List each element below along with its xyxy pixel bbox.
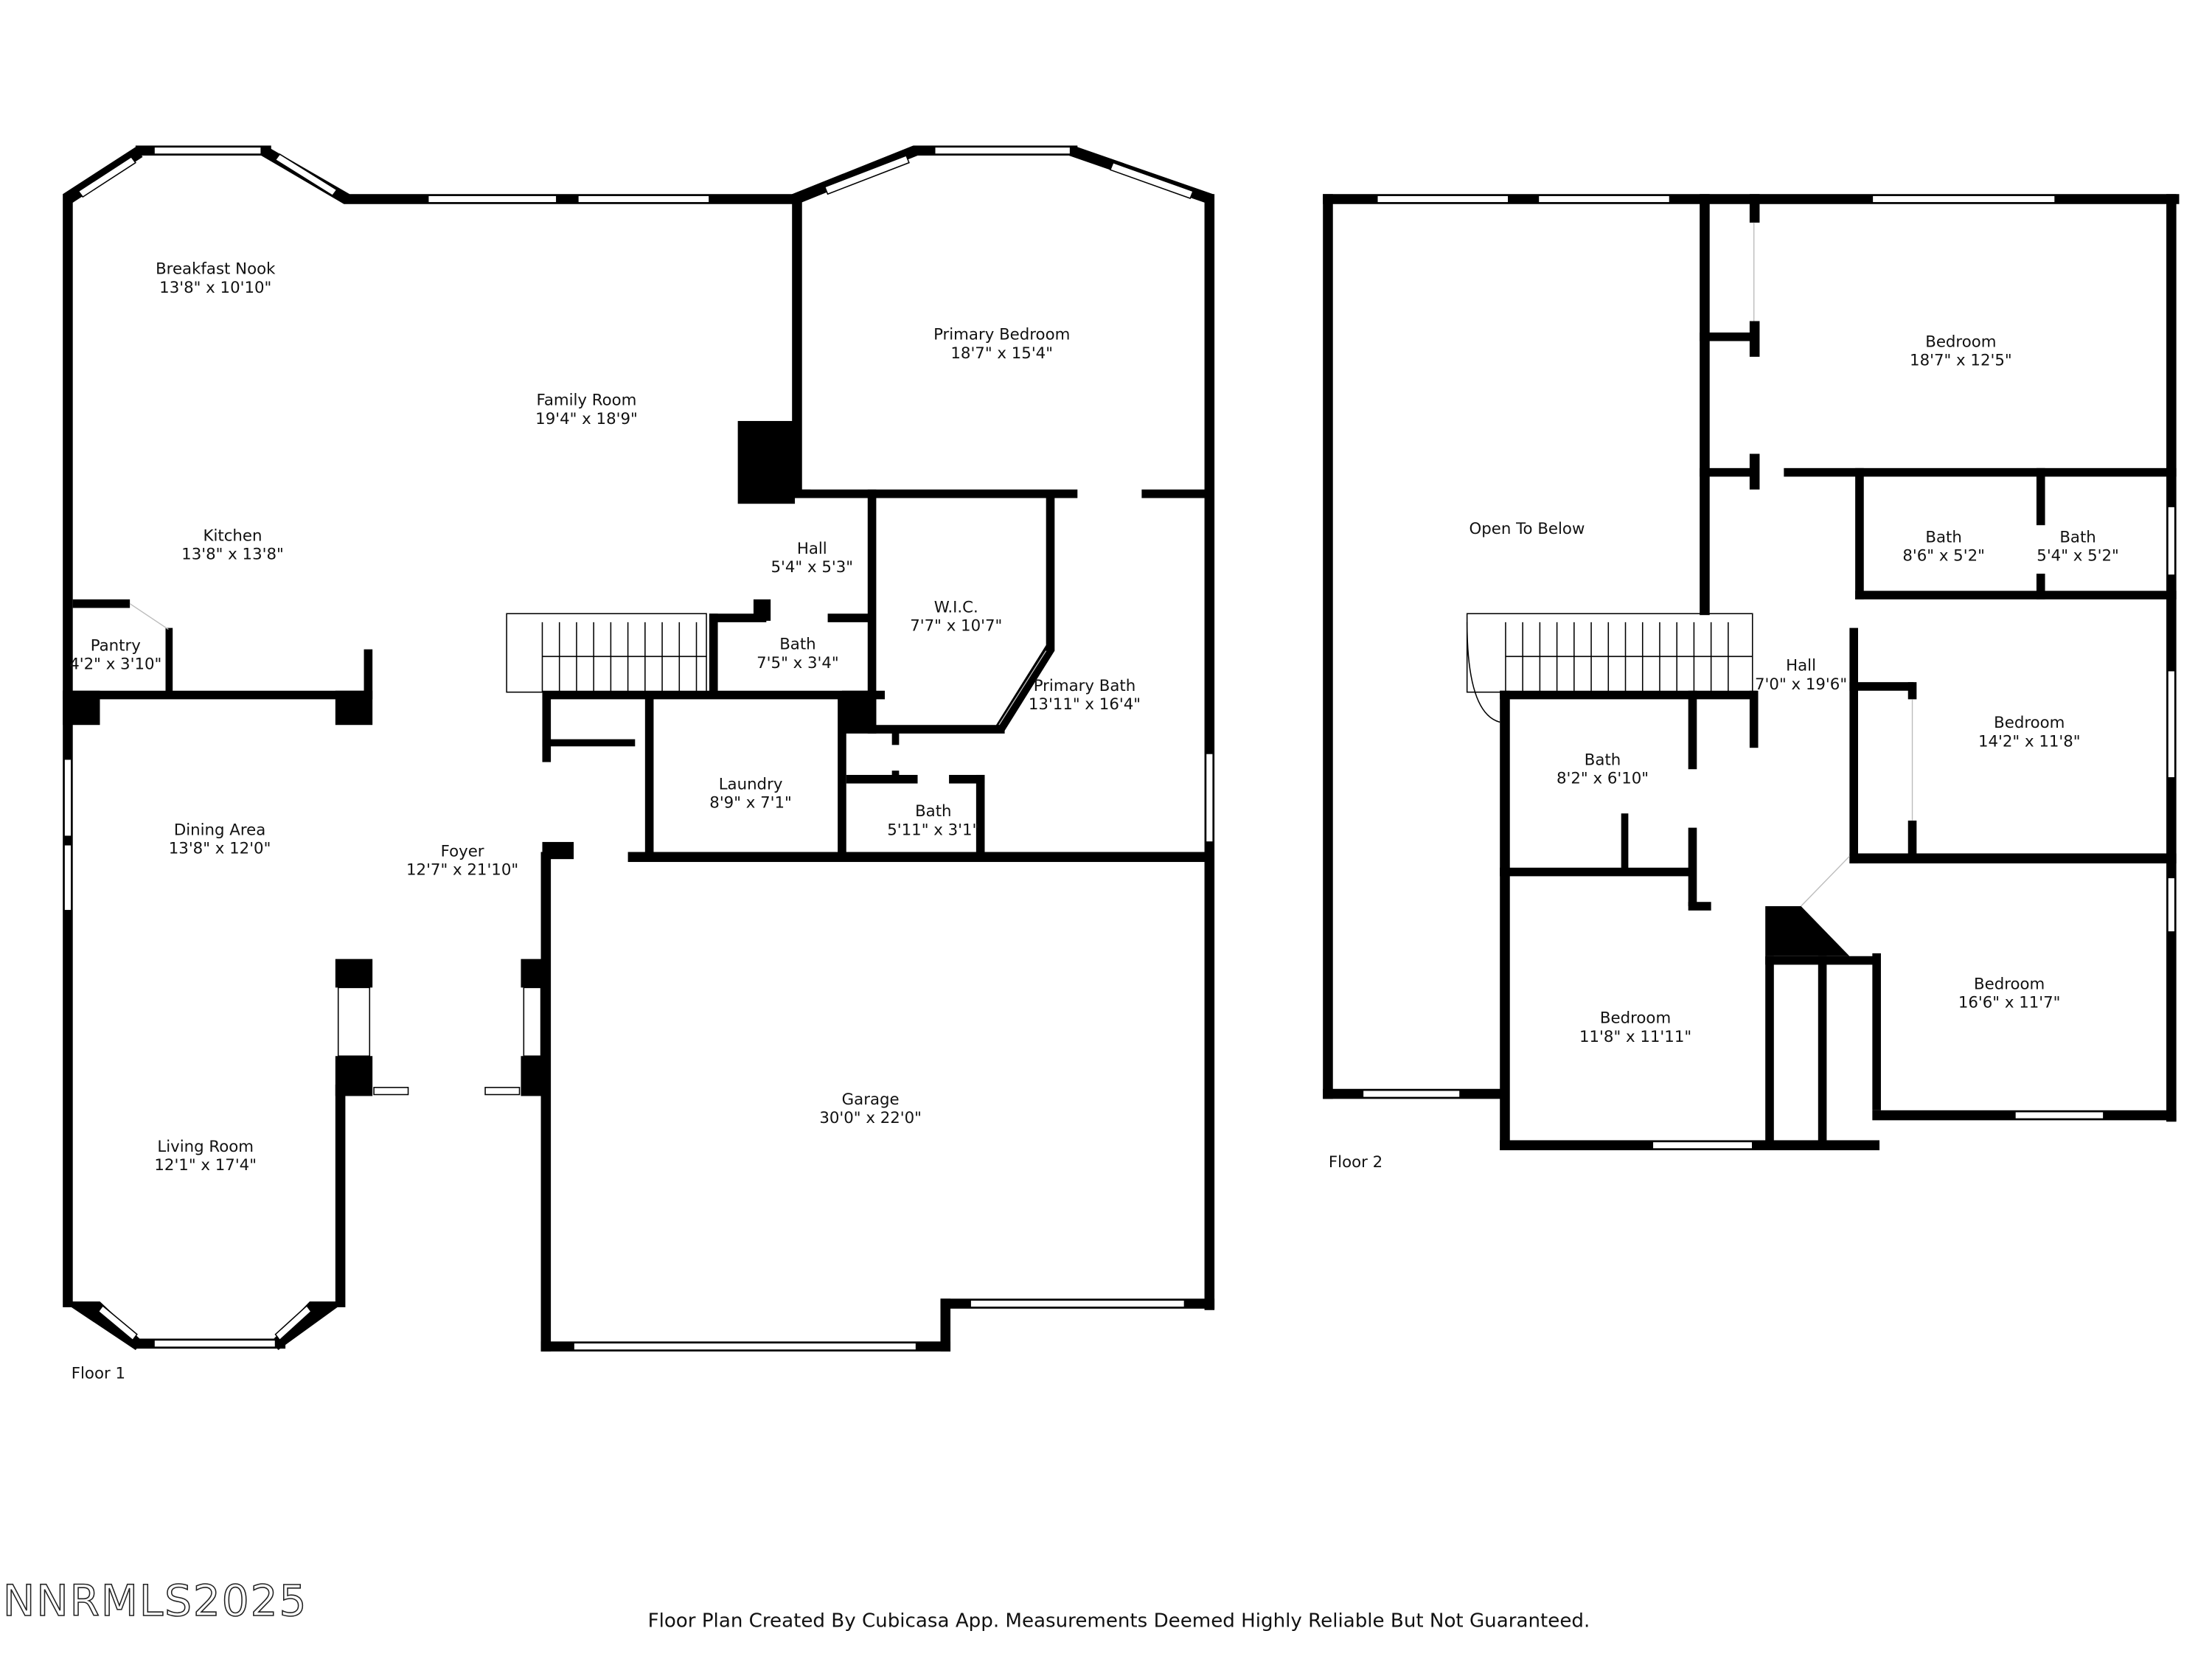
floor-2-label: Floor 2	[1329, 1153, 1382, 1172]
staircase-floor-1	[506, 613, 707, 693]
room-dims: 18'7" x 12'5"	[1910, 351, 2012, 369]
room-name: Pantry	[91, 637, 141, 655]
room-dims: 13'11" x 16'4"	[1029, 695, 1141, 714]
room-dims: 11'8" x 11'11"	[1579, 1028, 1691, 1046]
svg-text:W.I.C.7'7" x 10'7": W.I.C.7'7" x 10'7"	[910, 598, 1002, 635]
room-dims: 16'6" x 11'7"	[1958, 993, 2061, 1012]
room-name: Foyer	[441, 842, 484, 860]
room-name: Hall	[1786, 657, 1816, 675]
room-dims: 13'8" x 12'0"	[169, 839, 271, 858]
staircase-floor-2	[1466, 613, 1753, 723]
room-name: Laundry	[719, 775, 783, 793]
room-name: Bedroom	[1600, 1009, 1671, 1028]
room-dims: 8'6" x 5'2"	[1902, 547, 1985, 566]
room-dims: 14'2" x 11'8"	[1978, 732, 2081, 751]
disclaimer-text: Floor Plan Created By Cubicasa App. Meas…	[648, 1610, 1590, 1632]
room-dims: 19'4" x 18'9"	[535, 410, 638, 428]
room-name: Breakfast Nook	[156, 260, 276, 279]
floor-1-label: Floor 1	[72, 1365, 125, 1383]
room-name: Garage	[842, 1091, 900, 1109]
floor-2-plan	[1323, 194, 2180, 1150]
room-dims: 8'9" x 7'1"	[709, 793, 792, 812]
room-dims: 4'2" x 3'10"	[69, 655, 161, 674]
watermark: NNRMLS2025	[3, 1576, 308, 1626]
room-dims: 7'7" x 10'7"	[910, 616, 1002, 635]
room-dims: 30'0" x 22'0"	[819, 1109, 922, 1127]
room-name: Bedroom	[1925, 333, 1996, 351]
room-name: Bath	[779, 636, 815, 654]
room-dims: 12'7" x 21'10"	[406, 860, 518, 879]
room-name: Hall	[797, 540, 827, 558]
room-name: Primary Bedroom	[933, 326, 1070, 344]
room-dims: 5'4" x 5'2"	[2037, 547, 2119, 566]
room-name: Bath	[2059, 528, 2096, 546]
room-name: Dining Area	[174, 821, 265, 839]
room-name: Living Room	[157, 1138, 254, 1156]
room-name: Bath	[915, 802, 951, 821]
room-name: Primary Bath	[1034, 677, 1135, 695]
room-name: Kitchen	[203, 527, 262, 546]
room-dims: 7'0" x 19'6"	[1755, 675, 1847, 694]
room-name: Bath	[1925, 528, 1961, 546]
room-dims: 8'2" x 6'10"	[1557, 770, 1649, 788]
floor-1-plan	[63, 145, 1215, 1352]
room-dims: 5'4" x 5'3"	[771, 558, 854, 577]
room-dims: 13'8" x 10'10"	[159, 279, 271, 297]
room-name: Family Room	[537, 392, 637, 410]
room-name: Bedroom	[1974, 975, 2045, 993]
room-dims: 13'8" x 13'8"	[181, 546, 284, 564]
svg-text:Open To Below: Open To Below	[1470, 520, 1585, 538]
room-dims: 12'1" x 17'4"	[154, 1156, 257, 1175]
room-name: Open To Below	[1470, 520, 1585, 538]
room-dims: 7'5" x 3'4"	[757, 654, 839, 672]
room-name: Bath	[1585, 751, 1621, 769]
room-name: Bedroom	[1994, 714, 2065, 732]
room-dims: 18'7" x 15'4"	[950, 344, 1053, 363]
room-dims: 5'11" x 3'1"	[887, 821, 979, 839]
room-name: W.I.C.	[934, 598, 978, 616]
